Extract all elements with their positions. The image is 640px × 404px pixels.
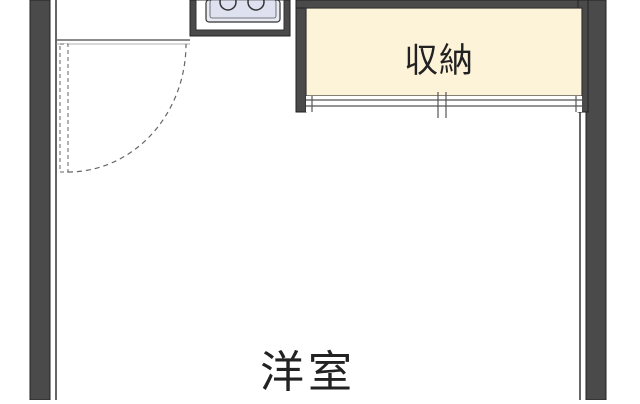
door-swing (59, 43, 187, 173)
storage-closet (305, 7, 583, 97)
closet-door-track (306, 92, 582, 118)
western-room-label: 洋室 (260, 347, 356, 398)
door-arc (67, 43, 187, 173)
closet-left-wall (295, 0, 307, 113)
burner-right (247, 0, 265, 11)
left-wall (29, 0, 51, 401)
stove-top (205, 0, 281, 23)
right-wall (585, 0, 607, 401)
storage-label: 収納 (404, 41, 474, 81)
door-leaf (59, 43, 69, 173)
burner-left (219, 0, 237, 11)
closet-top-wall (295, 0, 587, 9)
